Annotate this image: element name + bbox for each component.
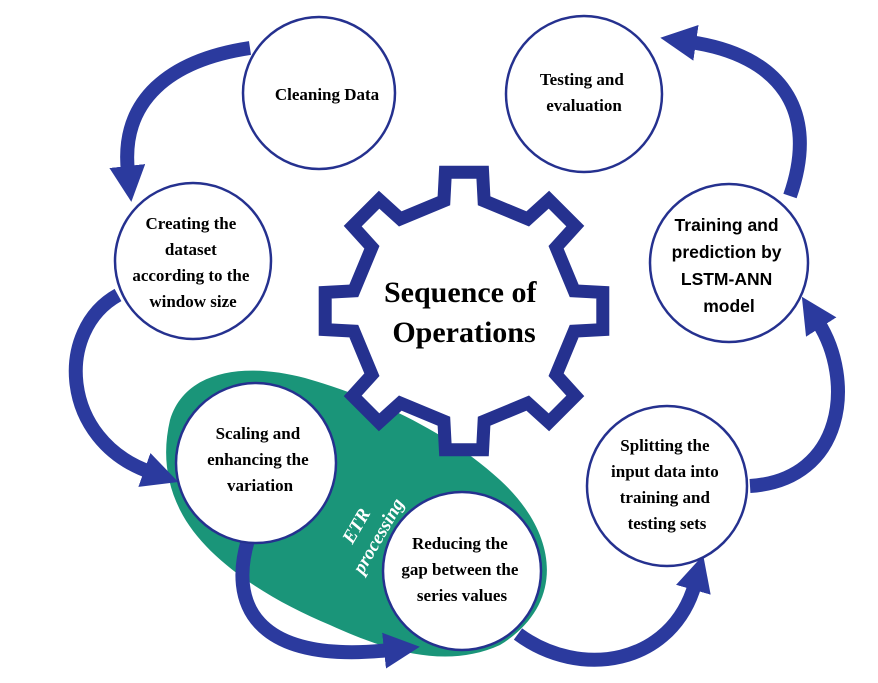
arrow-cleaning-to-creating [109, 41, 252, 202]
svg-text:Scaling and enhancing th: Scaling and enhancing the variation [207, 424, 313, 495]
node-splitting: Splitting the input data into training a… [585, 404, 749, 568]
arrow-reducing-to-splitting [513, 555, 711, 667]
svg-text:Cleaning Data: Cleaning Data [275, 85, 380, 104]
arrow-scaling-to-reducing [235, 537, 420, 669]
node-reducing-gap: Reducing the gap between the series valu… [381, 490, 543, 652]
arrow-splitting-to-training [749, 296, 845, 493]
svg-text:Testing and evaluation: Testing and evaluation [540, 70, 628, 115]
svg-text:Training and prediction: Training and prediction by LSTM-ANN mode… [672, 215, 787, 316]
node-testing: Testing and evaluation [504, 14, 664, 174]
node-cleaning-data: Cleaning Data [241, 15, 397, 171]
gear-icon [318, 165, 610, 457]
node-creating-dataset: Creating the dataset according to the wi… [113, 181, 273, 341]
arrow-creating-to-scaling [68, 288, 179, 487]
center-title: Sequence of Operations [384, 276, 544, 349]
node-scaling: Scaling and enhancing the variation [174, 381, 338, 545]
node-training: Training and prediction by LSTM-ANN mode… [648, 182, 810, 344]
flow-arrows [68, 25, 845, 669]
svg-text:Reducing the gap between: Reducing the gap between the series valu… [401, 534, 522, 605]
svg-text:Splitting the input data: Splitting the input data into training a… [611, 436, 723, 533]
arrow-training-to-testing [660, 25, 807, 199]
svg-text:Creating the dataset: Creating the dataset according to the wi… [132, 214, 253, 311]
